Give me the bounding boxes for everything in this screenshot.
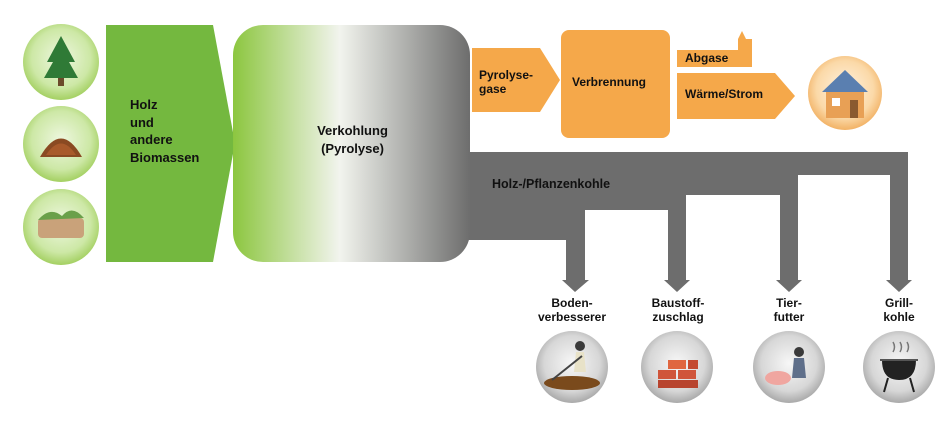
bricks-icon bbox=[641, 331, 713, 403]
farmer-pig-icon bbox=[753, 331, 825, 403]
product-label-feed: Tier- futter bbox=[773, 296, 805, 325]
char-arrow-tip bbox=[886, 280, 912, 292]
tree-icon bbox=[23, 24, 99, 100]
heat-power-label: Wärme/Strom bbox=[685, 87, 764, 101]
house-icon bbox=[808, 56, 882, 130]
pyrolysis-box bbox=[233, 25, 470, 262]
exhaust-label: Abgase bbox=[685, 51, 729, 65]
biomass-pile-icon bbox=[23, 189, 99, 265]
char-arrow-tip bbox=[664, 280, 690, 292]
combustion-box bbox=[561, 30, 670, 138]
char-arrow-tip bbox=[776, 280, 802, 292]
pyrolysis-gas-arrow bbox=[472, 48, 560, 112]
farmer-soil-icon bbox=[536, 331, 608, 403]
product-label-grill: Grill- kohle bbox=[883, 296, 915, 325]
biomass-input-arrow bbox=[106, 25, 235, 262]
wood-chips-icon bbox=[23, 106, 99, 182]
char-flow-channel bbox=[455, 152, 908, 283]
combustion-label: Verbrennung bbox=[572, 75, 647, 89]
char-label: Holz-/Pflanzenkohle bbox=[492, 177, 611, 191]
product-label-soil: Boden- verbesserer bbox=[537, 296, 607, 325]
product-label-building: Baustoff- zuschlag bbox=[651, 296, 705, 325]
grill-icon bbox=[863, 331, 935, 403]
pyrolysis-label: Verkohlung (Pyrolyse) bbox=[317, 123, 388, 157]
heat-power-arrow bbox=[677, 73, 795, 119]
pyrolysis-gas-label: Pyrolyse- gase bbox=[479, 68, 534, 97]
biomass-label: Holz und andere Biomassen bbox=[130, 97, 200, 166]
exhaust-arrow bbox=[677, 31, 752, 67]
char-arrow-tip bbox=[562, 280, 589, 292]
